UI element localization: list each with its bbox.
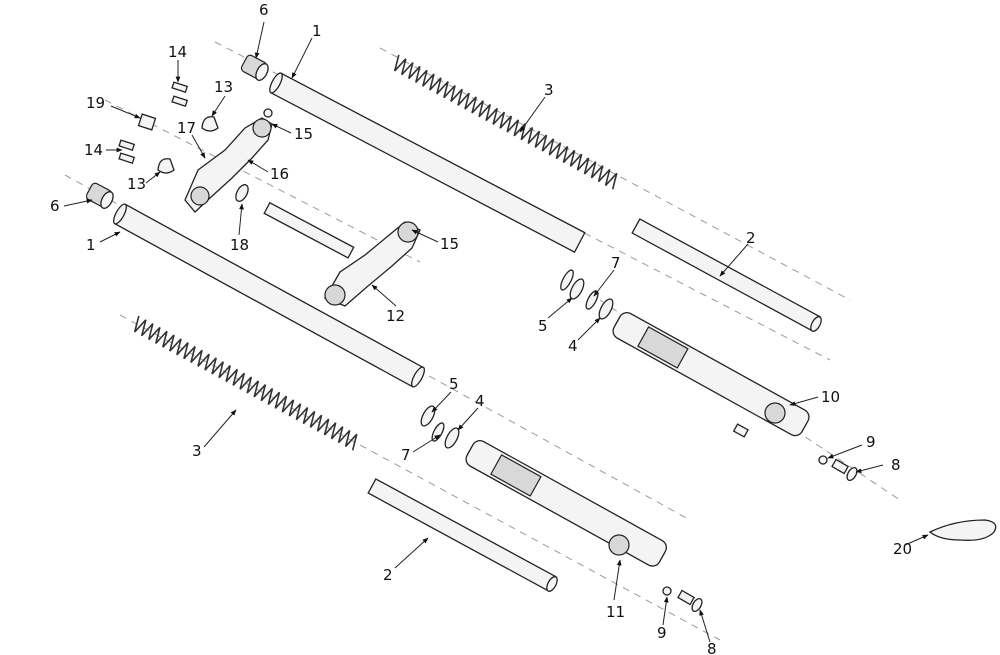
callout-13-lower: 13	[127, 175, 146, 193]
dust-seal-4-upper	[598, 298, 614, 320]
callout-1-left: 1	[86, 236, 96, 254]
callout-12: 12	[386, 307, 405, 325]
callout-2-upper: 2	[746, 229, 756, 247]
top-cap-upper	[240, 54, 269, 81]
callout-3-upper: 3	[544, 81, 554, 99]
clamp-13-upper	[201, 116, 219, 132]
washer-9-left	[662, 586, 672, 596]
callout-7-upper: 7	[611, 254, 621, 272]
callout-20: 20	[893, 540, 912, 558]
clip-20	[928, 519, 997, 541]
damper-cartridge-lower	[367, 478, 558, 592]
clip-7-upper	[585, 290, 599, 310]
clamp-13-lower	[157, 158, 175, 174]
steering-stem-lower-clamp	[263, 201, 421, 307]
axis-left-spring-leg	[119, 314, 721, 641]
axis-upper-spring-leg	[379, 47, 851, 301]
callout-13-upper: 13	[214, 78, 233, 96]
callout-2-lower: 2	[383, 566, 393, 584]
callout-16: 16	[270, 165, 289, 183]
callout-14-lower: 14	[84, 141, 103, 159]
bolt-14-lower	[118, 139, 136, 164]
fork-tube-upper	[269, 72, 586, 291]
callout-9-lower: 9	[657, 624, 667, 642]
washer-18	[235, 184, 249, 202]
fork-spring-left	[133, 315, 358, 451]
bolt-14-upper	[171, 81, 189, 107]
callout-6-left: 6	[50, 197, 60, 215]
top-cap-left	[85, 182, 114, 209]
seal-ring-5-lower	[420, 405, 436, 427]
callout-8-lower: 8	[707, 640, 717, 655]
callout-7-lower: 7	[401, 446, 411, 464]
callout-10: 10	[821, 388, 840, 406]
callout-8-right: 8	[891, 456, 901, 474]
outer-tube-right	[612, 311, 810, 438]
axle-bolt-8-right	[831, 458, 858, 482]
fork-spring-upper	[393, 54, 618, 190]
nut-19	[137, 113, 157, 131]
fork-tube-left	[113, 203, 425, 388]
outer-tube-left	[465, 439, 667, 567]
callout-4-upper: 4	[568, 337, 578, 355]
callout-1-upper: 1	[312, 22, 322, 40]
callout-5-lower: 5	[449, 375, 459, 393]
callout-15-upper: 15	[294, 125, 313, 143]
callout-18: 18	[230, 236, 249, 254]
axis-upper-right-leg	[214, 41, 831, 361]
callout-9-right: 9	[866, 433, 876, 451]
callout-labels: 1 1 2 2 3 3 4 4 5 5 6 6 7 7 8 8 9 9 10 1…	[50, 1, 912, 655]
leader-lines	[63, 21, 929, 643]
callout-5-upper: 5	[538, 317, 548, 335]
callout-11: 11	[606, 603, 625, 621]
callout-14-upper: 14	[168, 43, 187, 61]
callout-17: 17	[177, 119, 196, 137]
axis-right-leg-lower	[599, 299, 901, 501]
washer-9-right	[818, 455, 828, 465]
callout-3-lower: 3	[192, 442, 202, 460]
axle-bolt-8-left	[677, 589, 703, 613]
upper-triple-clamp	[184, 108, 273, 213]
callout-15-lower: 15	[440, 235, 459, 253]
callout-4-lower: 4	[475, 392, 485, 410]
callout-19: 19	[86, 94, 105, 112]
dust-seal-4-lower	[444, 427, 460, 449]
callout-6-upper: 6	[259, 1, 269, 19]
damper-cartridge-upper	[631, 218, 822, 332]
